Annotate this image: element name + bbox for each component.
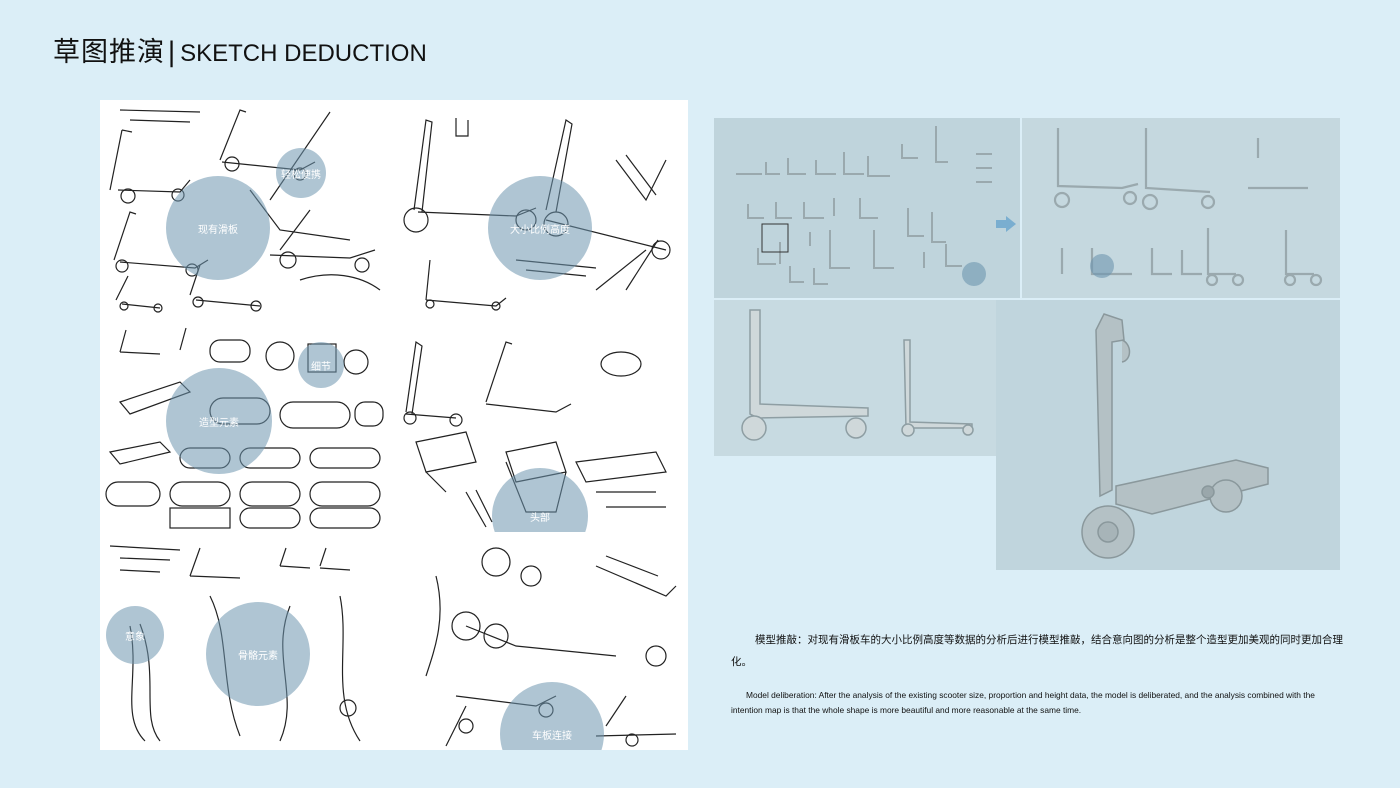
page-title: 草图推演|SKETCH DEDUCTION	[53, 33, 427, 74]
model-part-studies	[714, 118, 1020, 298]
assembly-drawings	[1053, 128, 1323, 287]
side-view-drawings	[741, 309, 974, 441]
description-cn: 模型推敲：对现有滑板车的大小比例高度等数据的分析后进行模型推敲，结合意向图的分析…	[731, 629, 1346, 673]
model-side-views	[714, 300, 996, 456]
description-cn-text: 模型推敲：对现有滑板车的大小比例高度等数据的分析后进行模型推敲，结合意向图的分析…	[731, 634, 1343, 668]
sketch-collage: 轻松便携 现有滑板 大小比例高度	[100, 100, 688, 750]
head-sketches	[403, 340, 667, 528]
bubble-shape-elements: 造型元素	[166, 368, 272, 474]
sketch-cell-shape-elements: 细节 造型元素	[100, 322, 388, 532]
sketch-cell-head: 头部 连接	[396, 322, 688, 532]
bubble-existing-scooter: 现有滑板	[166, 176, 270, 280]
bubble-detail: 细节	[298, 342, 344, 388]
sketch-cell-existing-scooters: 轻松便携 现有滑板	[100, 100, 388, 318]
page-title-en: SKETCH DEDUCTION	[180, 40, 427, 67]
sketch-cell-size-proportion: 大小比例高度	[396, 100, 688, 318]
bubble-light-portable: 轻松便携	[276, 148, 326, 198]
page-title-cn: 草图推演	[53, 37, 165, 68]
bubble-intention: 意象	[106, 606, 164, 664]
description-en-text: Model deliberation: After the analysis o…	[731, 690, 1315, 715]
model-assembly-studies	[1022, 118, 1340, 298]
bubble-size-proportion: 大小比例高度	[488, 176, 592, 280]
model-part-drawings	[736, 126, 1016, 286]
model-deliberation-panel	[714, 118, 1340, 570]
scooter-3d-render	[1081, 313, 1269, 559]
model-perspective-render	[996, 300, 1340, 570]
right-arrow-icon	[996, 216, 1016, 232]
description-en: Model deliberation: After the analysis o…	[731, 688, 1343, 718]
title-separator: |	[167, 37, 177, 68]
sketch-cell-skeleton: 意象 骨骼元素	[100, 536, 388, 750]
sketch-cell-deck-connection: 车板连接 连接	[396, 536, 688, 750]
bubble-skeleton-elements: 骨骼元素	[206, 602, 310, 706]
